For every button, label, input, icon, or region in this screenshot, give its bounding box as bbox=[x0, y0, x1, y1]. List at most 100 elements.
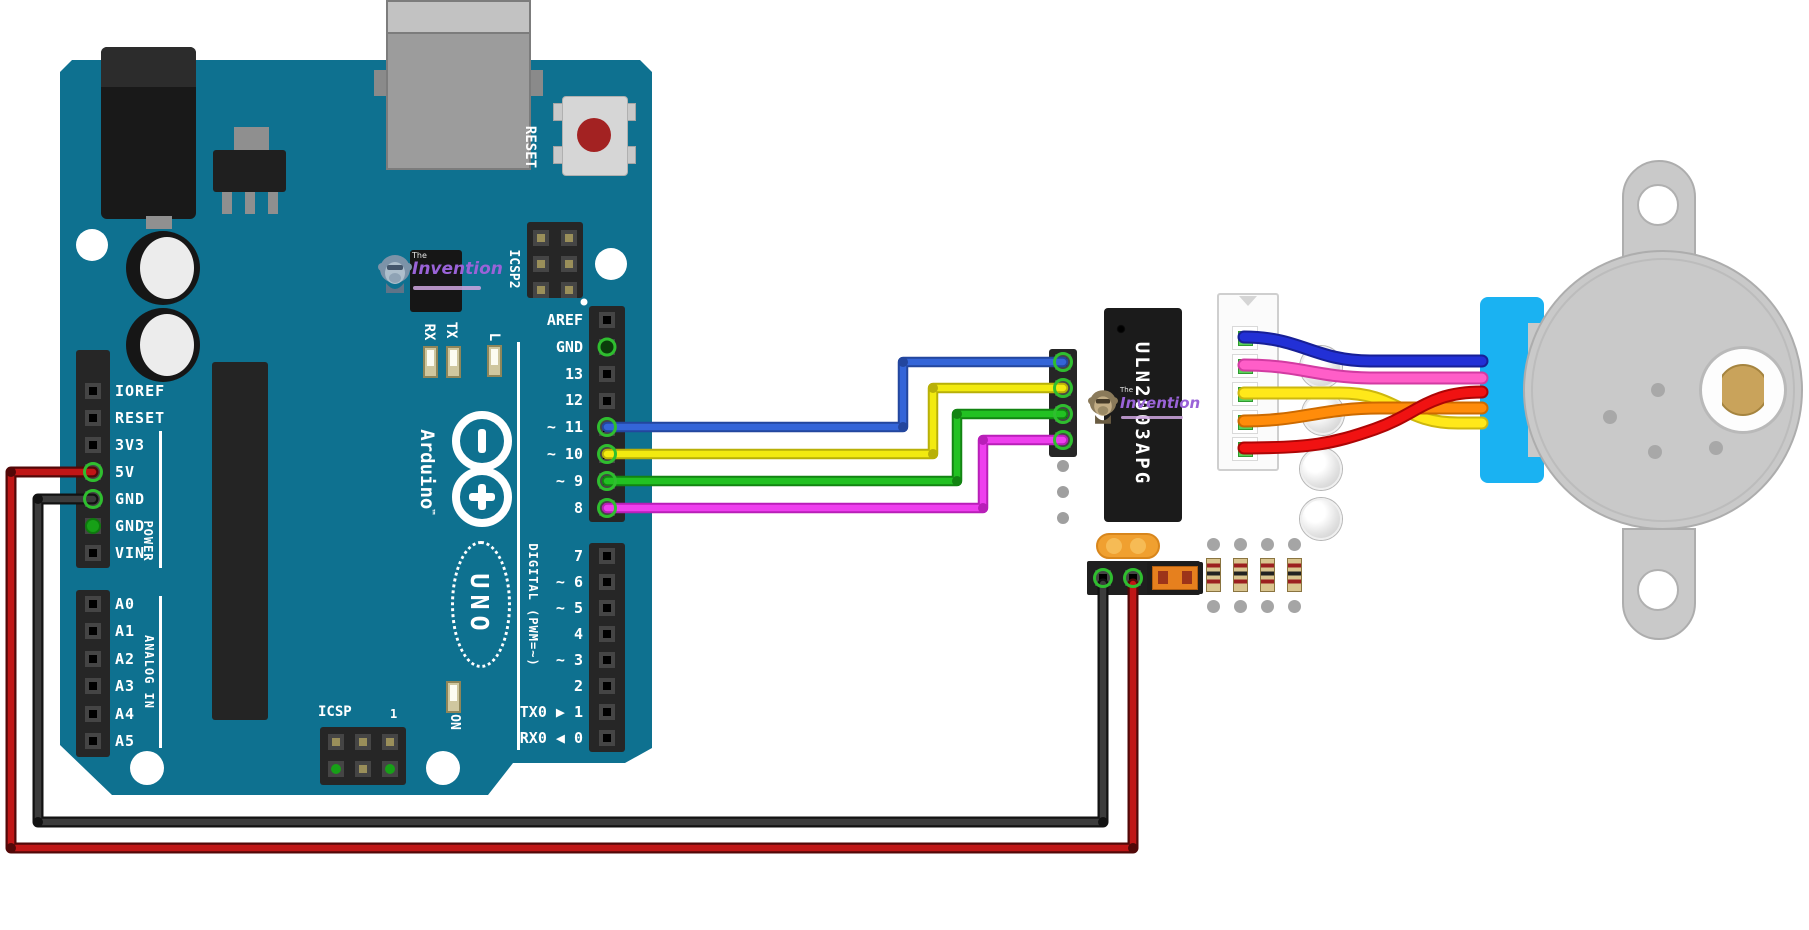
led-d-label: D bbox=[1277, 512, 1290, 530]
barrel-jack-top bbox=[101, 47, 196, 87]
mounting-hole bbox=[130, 751, 164, 785]
pin-hole bbox=[599, 392, 615, 409]
pin-label-3v3: 3V3 bbox=[115, 436, 146, 454]
motor-wires bbox=[1237, 330, 1489, 455]
usb-connector-top bbox=[386, 0, 531, 34]
pin-label-9: ~ 9 bbox=[555, 472, 583, 490]
motor-body-ring bbox=[1531, 258, 1795, 522]
bend bbox=[33, 817, 43, 827]
resistor-lead bbox=[1288, 600, 1301, 613]
pin-hole bbox=[85, 383, 101, 399]
bend bbox=[952, 476, 962, 486]
silk-line bbox=[517, 342, 520, 750]
tx-led bbox=[446, 346, 461, 378]
ic-label: ULN2003APG bbox=[1131, 341, 1153, 487]
arduino-name: Arduino bbox=[416, 429, 438, 510]
led-a-label: A bbox=[1277, 360, 1289, 378]
arduino-tm: ™ bbox=[425, 509, 436, 515]
pin-hole bbox=[85, 491, 101, 507]
pin-label-aref: AREF bbox=[546, 311, 583, 329]
icsp-pin bbox=[382, 734, 398, 750]
pin-hole bbox=[599, 678, 615, 694]
pin-hole bbox=[85, 545, 101, 561]
pin-hole bbox=[85, 464, 101, 480]
watermark-prefix: The bbox=[1120, 386, 1134, 394]
bend bbox=[978, 503, 988, 513]
pin-label-gnd-digital: GND bbox=[555, 338, 583, 356]
onoff-label: on/off bbox=[1146, 596, 1187, 612]
driver-hole bbox=[1007, 311, 1035, 339]
resistor-lead bbox=[1234, 600, 1247, 613]
digital-header-upper bbox=[589, 306, 625, 522]
motor-shaft bbox=[1717, 364, 1769, 416]
pin-hole bbox=[85, 623, 101, 640]
pin-label-a0: A0 bbox=[115, 595, 136, 613]
led-c-label: C bbox=[1277, 462, 1289, 480]
pin-hole bbox=[85, 518, 101, 534]
bend bbox=[1128, 843, 1138, 853]
ic-dimple bbox=[1116, 324, 1126, 334]
watermark-text: The Invention bbox=[412, 252, 503, 279]
power-pin bbox=[1125, 570, 1141, 586]
resistor-box bbox=[1203, 552, 1224, 598]
capacitor-dot bbox=[1106, 538, 1122, 554]
watermark-brand: Invention bbox=[412, 259, 503, 279]
motor-blue bbox=[1239, 332, 1487, 366]
bend bbox=[6, 843, 16, 853]
tx-label: TX bbox=[443, 321, 459, 339]
icsp-label: ICSP bbox=[318, 704, 352, 720]
pin-label-11: ~ 11 bbox=[546, 418, 583, 436]
pin-label-12: 12 bbox=[564, 391, 583, 409]
icsp-pin bbox=[355, 761, 371, 777]
resistor-lead bbox=[1261, 600, 1274, 613]
pin-hole bbox=[599, 473, 615, 490]
resistor bbox=[1233, 558, 1248, 592]
resistor bbox=[1206, 558, 1221, 592]
usb-interface-chip bbox=[410, 250, 462, 312]
pin-hole bbox=[1055, 354, 1071, 370]
in6-label: IN6 bbox=[1014, 483, 1040, 501]
icsp2-pin bbox=[533, 282, 549, 298]
arduino-logo-text: Arduino™ bbox=[416, 407, 438, 537]
icsp2-pin bbox=[561, 230, 577, 246]
capacitor-dot bbox=[1130, 538, 1146, 554]
l-led bbox=[487, 345, 502, 377]
barrel-jack-tab bbox=[146, 216, 172, 229]
bend bbox=[928, 383, 938, 393]
reset-label: RESET bbox=[522, 125, 538, 169]
driver-hole bbox=[1323, 309, 1351, 337]
pin-hole bbox=[599, 419, 615, 436]
motor-hole-bottom bbox=[1637, 569, 1679, 611]
resistor-lead bbox=[1234, 538, 1247, 551]
pin-hole bbox=[85, 650, 101, 667]
power-header bbox=[76, 350, 110, 568]
led-b bbox=[1302, 393, 1344, 435]
mounting-hole bbox=[76, 229, 108, 261]
resistor-lead bbox=[1261, 538, 1274, 551]
pin-label-ioref: IOREF bbox=[115, 382, 166, 400]
jst-contact bbox=[1238, 359, 1253, 374]
bend bbox=[898, 422, 908, 432]
reset-button-cap bbox=[577, 118, 611, 152]
pin-hole bbox=[599, 574, 615, 590]
jumper-pin bbox=[1158, 571, 1168, 584]
in-header bbox=[1049, 349, 1077, 457]
pin-label-rx0: RX0 ◀ 0 bbox=[519, 729, 583, 747]
pin-hole bbox=[599, 704, 615, 720]
led-a bbox=[1300, 346, 1342, 388]
capacitor bbox=[126, 231, 200, 305]
watermark-tagline bbox=[413, 286, 481, 290]
analog-header bbox=[76, 590, 110, 757]
pin-label-a5: A5 bbox=[115, 732, 136, 750]
power-group-label: POWER bbox=[141, 520, 155, 562]
driver-hole bbox=[1008, 589, 1036, 617]
silk-line bbox=[159, 431, 162, 568]
pin-hole bbox=[599, 652, 615, 668]
icsp2-pin bbox=[533, 256, 549, 272]
analog-group-label: ANALOG IN bbox=[142, 634, 156, 710]
pin-hole bbox=[599, 338, 615, 355]
regulator-tab bbox=[234, 127, 269, 151]
led-d bbox=[1300, 498, 1342, 540]
led-b-label: B bbox=[1277, 407, 1289, 425]
